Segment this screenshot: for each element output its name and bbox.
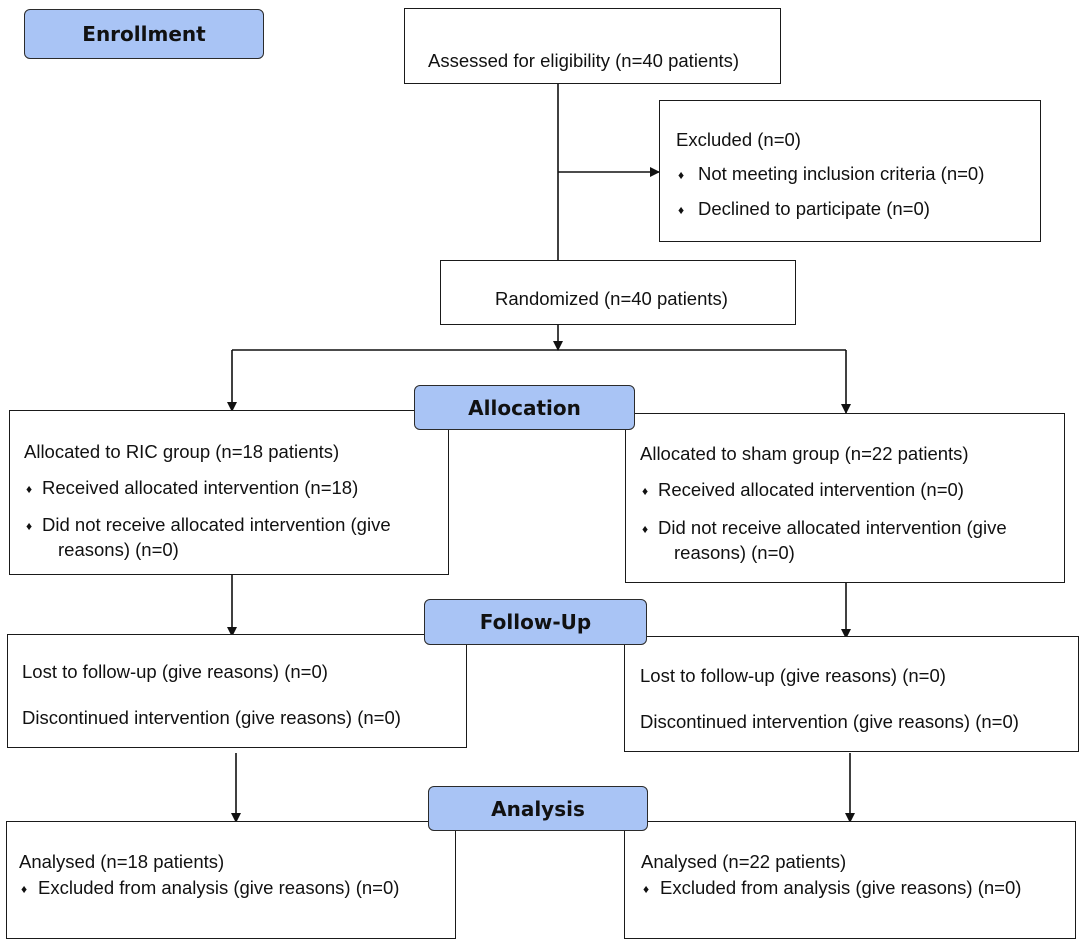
stage-follow-up: Follow-Up [424, 599, 647, 645]
allocation-right-title: Allocated to sham group (n=22 patients) [640, 443, 969, 464]
bullet-icon: ♦ [26, 482, 33, 496]
bullet-icon: ♦ [643, 882, 650, 896]
analysis-right-excluded: Excluded from analysis (give reasons) (n… [660, 877, 1022, 898]
bullet-icon: ♦ [642, 522, 649, 536]
assessed-text: Assessed for eligibility (n=40 patients) [428, 50, 740, 71]
allocation-left-box: Allocated to RIC group (n=18 patients) ♦… [9, 410, 449, 575]
bullet-icon: ♦ [21, 882, 28, 896]
stage-analysis: Analysis [428, 786, 648, 831]
analysis-left-box: Analysed (n=18 patients) ♦ Excluded from… [6, 821, 456, 939]
allocation-right-box: Allocated to sham group (n=22 patients) … [625, 413, 1065, 583]
allocation-left-not-received-cont: reasons) (n=0) [58, 539, 179, 560]
excluded-box: Excluded (n=0) ♦ Not meeting inclusion c… [659, 100, 1041, 242]
excluded-item: Not meeting inclusion criteria (n=0) [698, 163, 985, 184]
excluded-item: Declined to participate (n=0) [698, 198, 930, 219]
allocation-left-title: Allocated to RIC group (n=18 patients) [24, 441, 340, 462]
followup-right-lost: Lost to follow-up (give reasons) (n=0) [640, 665, 946, 686]
followup-right-box: Lost to follow-up (give reasons) (n=0) D… [624, 636, 1079, 752]
bullet-icon: ♦ [26, 519, 33, 533]
stage-allocation: Allocation [414, 385, 635, 430]
assessed-box: Assessed for eligibility (n=40 patients) [404, 8, 781, 84]
analysis-left-excluded: Excluded from analysis (give reasons) (n… [38, 877, 400, 898]
analysis-left-analysed: Analysed (n=18 patients) [19, 851, 225, 872]
allocation-right-received: Received allocated intervention (n=0) [658, 479, 964, 500]
followup-right-discontinued: Discontinued intervention (give reasons)… [640, 711, 1019, 732]
analysis-right-box: Analysed (n=22 patients) ♦ Excluded from… [624, 821, 1076, 939]
allocation-left-not-received: Did not receive allocated intervention (… [42, 514, 391, 535]
stage-enrollment: Enrollment [24, 9, 264, 59]
followup-left-box: Lost to follow-up (give reasons) (n=0) D… [7, 634, 467, 748]
bullet-icon: ♦ [678, 168, 685, 182]
allocation-right-not-received-cont: reasons) (n=0) [674, 542, 795, 563]
followup-left-lost: Lost to follow-up (give reasons) (n=0) [22, 661, 328, 682]
analysis-right-analysed: Analysed (n=22 patients) [641, 851, 847, 872]
allocation-left-received: Received allocated intervention (n=18) [42, 477, 359, 498]
bullet-icon: ♦ [642, 484, 649, 498]
randomized-box: Randomized (n=40 patients) [440, 260, 796, 325]
randomized-text: Randomized (n=40 patients) [495, 288, 728, 309]
excluded-title: Excluded (n=0) [676, 129, 801, 150]
bullet-icon: ♦ [678, 203, 685, 217]
allocation-right-not-received: Did not receive allocated intervention (… [658, 517, 1007, 538]
followup-left-discontinued: Discontinued intervention (give reasons)… [22, 707, 401, 728]
